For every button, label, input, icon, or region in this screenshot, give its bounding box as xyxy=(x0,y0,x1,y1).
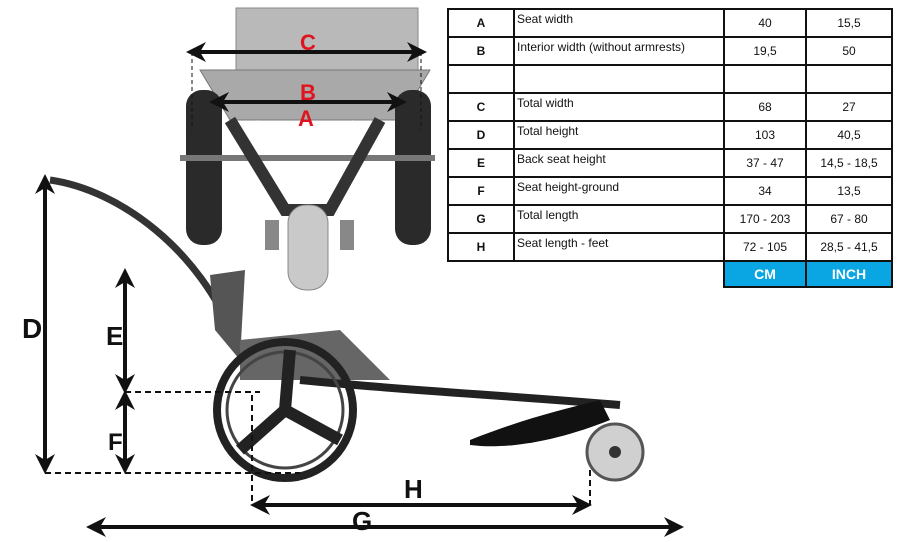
cell-label: Total height xyxy=(513,120,725,150)
cell-label: Interior width (without armrests) xyxy=(513,36,725,66)
cell-letter: D xyxy=(447,120,515,150)
cell-cm xyxy=(723,64,807,94)
label-F: F xyxy=(108,429,123,456)
cell-cm: 19,5 xyxy=(723,36,807,66)
cell-cm: 170 - 203 xyxy=(723,204,807,234)
cell-cm: 37 - 47 xyxy=(723,148,807,178)
dimension-lines: D E F H G xyxy=(22,174,684,537)
cell-cm: 72 - 105 xyxy=(723,232,807,262)
cell-letter: A xyxy=(447,8,515,38)
cell-inch: 40,5 xyxy=(805,120,893,150)
cell-inch: 27 xyxy=(805,92,893,122)
cell-inch xyxy=(805,64,893,94)
cell-inch: 15,5 xyxy=(805,8,893,38)
cell-inch: 13,5 xyxy=(805,176,893,206)
cell-letter xyxy=(447,64,515,94)
cell-letter: C xyxy=(447,92,515,122)
label-G: G xyxy=(352,506,372,536)
cell-label: Seat length - feet xyxy=(513,232,725,262)
side-view-wheelchair xyxy=(49,176,645,482)
cell-cm: 40 xyxy=(723,8,807,38)
cell-letter: G xyxy=(447,204,515,234)
label-B: B xyxy=(300,80,316,105)
label-C: C xyxy=(300,30,316,55)
cell-letter: E xyxy=(447,148,515,178)
cell-letter: F xyxy=(447,176,515,206)
label-D: D xyxy=(22,313,42,344)
blank xyxy=(514,261,724,287)
unit-inch: INCH xyxy=(805,260,893,288)
label-E: E xyxy=(106,321,123,351)
cell-inch: 14,5 - 18,5 xyxy=(805,148,893,178)
cell-cm: 34 xyxy=(723,176,807,206)
cell-label: Back seat height xyxy=(513,148,725,178)
cell-label: Seat width xyxy=(513,8,725,38)
top-view-wheelchair: C B A xyxy=(180,7,435,291)
cell-label: Seat height-ground xyxy=(513,176,725,206)
cell-inch: 67 - 80 xyxy=(805,204,893,234)
cell-label xyxy=(513,64,725,94)
table-row xyxy=(447,64,893,94)
unit-cm: CM xyxy=(723,260,807,288)
label-A: A xyxy=(298,106,314,131)
cell-inch: 50 xyxy=(805,36,893,66)
cell-inch: 28,5 - 41,5 xyxy=(805,232,893,262)
label-H: H xyxy=(404,474,423,504)
blank xyxy=(448,261,514,287)
cell-letter: B xyxy=(447,36,515,66)
cell-cm: 68 xyxy=(723,92,807,122)
cell-cm: 103 xyxy=(723,120,807,150)
cell-letter: H xyxy=(447,232,515,262)
cell-label: Total length xyxy=(513,204,725,234)
cell-label: Total width xyxy=(513,92,725,122)
